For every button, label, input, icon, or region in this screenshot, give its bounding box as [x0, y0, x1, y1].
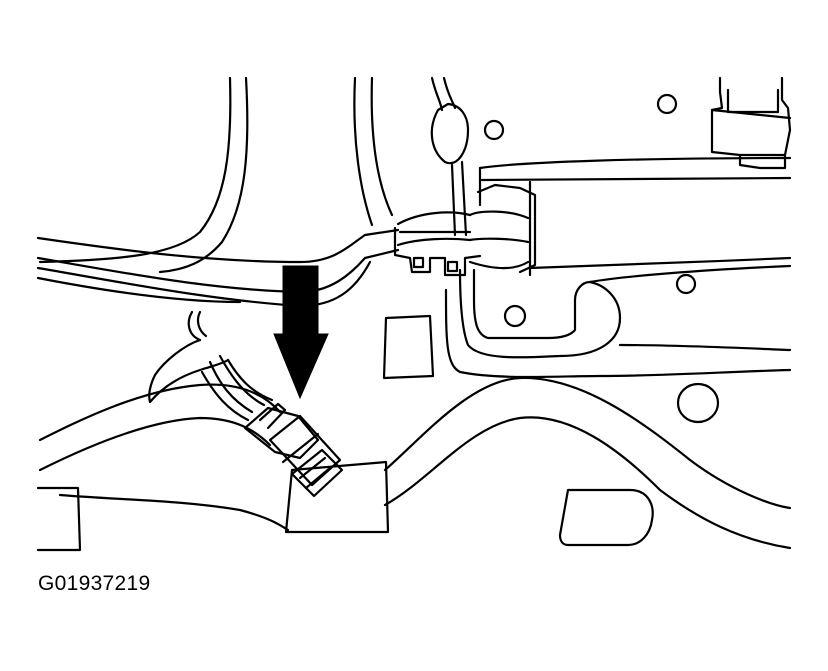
wire-hook-clip [148, 310, 230, 404]
rail-connector [393, 183, 537, 277]
lower-panel-contour [38, 376, 792, 550]
panel-cutout-square [382, 314, 435, 380]
door-inner-contour [444, 264, 792, 379]
lower-left-stub [36, 486, 82, 552]
door-panel-edge-center [353, 76, 394, 227]
door-frame-rail [478, 156, 792, 277]
down-arrow-indicator [273, 265, 329, 400]
mounting-holes [483, 93, 720, 424]
panel-cutout-d-shape [558, 488, 654, 547]
wire-harness [36, 228, 400, 308]
upper-connector-block [710, 76, 792, 170]
harness-tape-wrap [284, 460, 390, 534]
door-panel-edge-left [38, 76, 249, 274]
figure-id-label: G01937219 [38, 572, 151, 595]
pigtail-wires [200, 354, 274, 422]
upper-wire-grommet [430, 76, 470, 237]
target-connector [243, 402, 344, 498]
